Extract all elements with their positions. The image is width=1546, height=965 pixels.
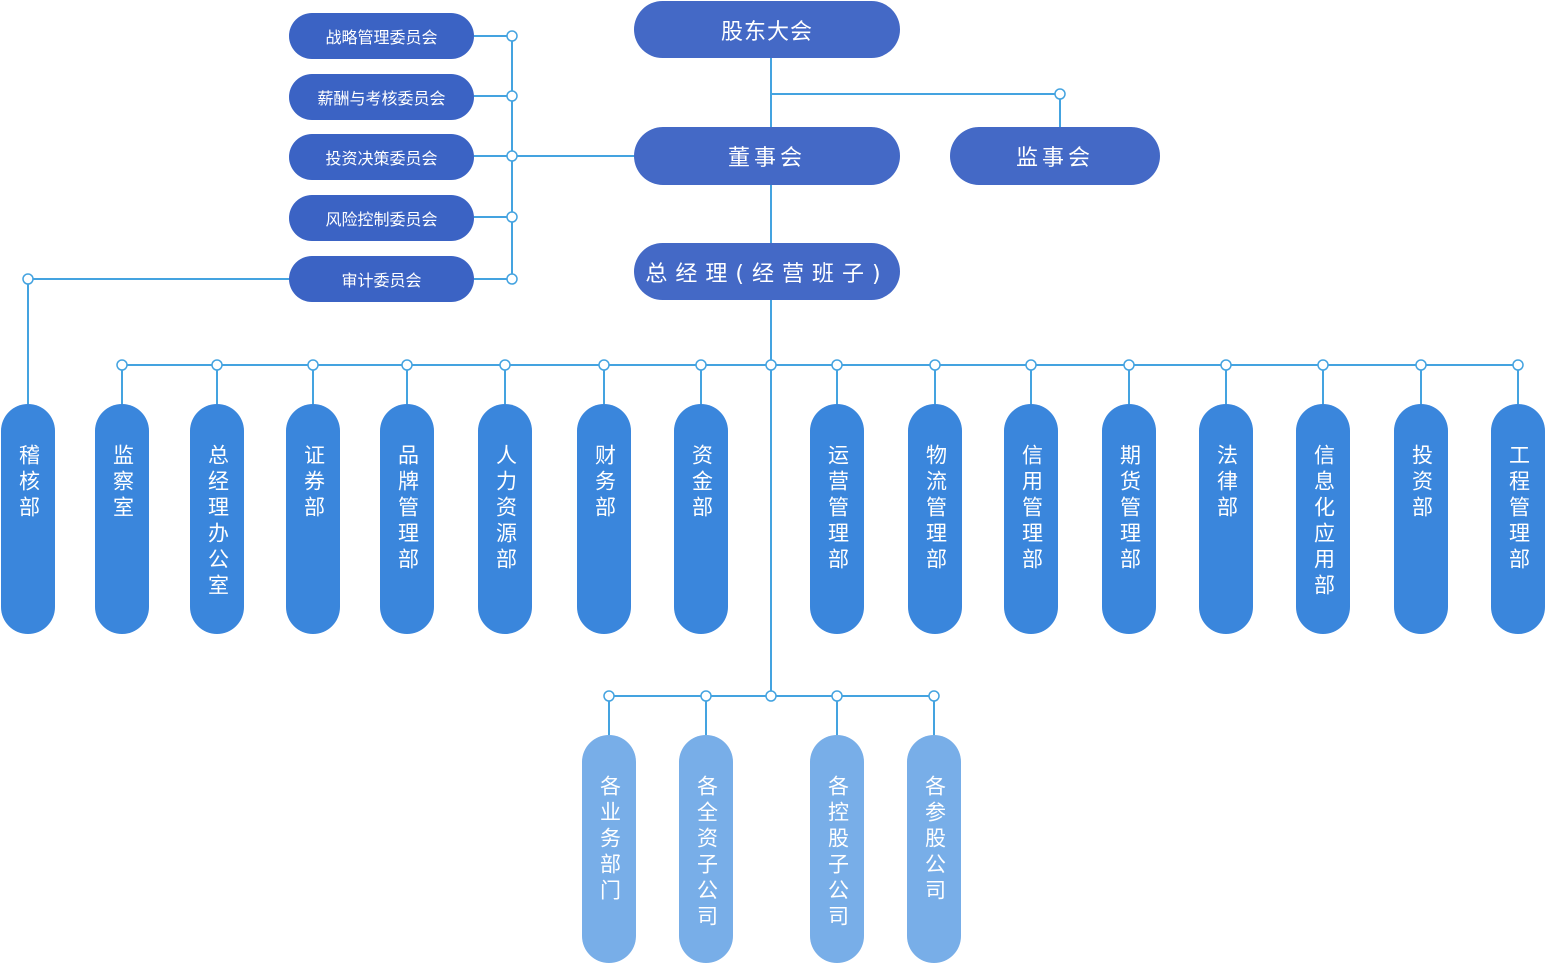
department-node: 监察室: [95, 404, 149, 634]
supervisors-dot: [1054, 88, 1066, 100]
department-drop-4-dot: [499, 359, 511, 371]
subsidiary-drop-1-dot: [700, 690, 712, 702]
committee-audit: 审计委员会: [289, 256, 474, 302]
department-drop-0-dot: [116, 359, 128, 371]
committee-dot-1: [506, 90, 518, 102]
subsidiary-node: 各参股公司: [907, 735, 961, 963]
department-node: 物流管理部: [908, 404, 962, 634]
department-node: 法律部: [1199, 404, 1253, 634]
department-drop-5-dot: [598, 359, 610, 371]
department-node: 信用管理部: [1004, 404, 1058, 634]
committee-dot-4: [506, 273, 518, 285]
department-drop-11-dot: [1220, 359, 1232, 371]
department-drop-1-dot: [211, 359, 223, 371]
department-node: 资金部: [674, 404, 728, 634]
committee-compensation: 薪酬与考核委员会: [289, 74, 474, 120]
subsidiaries-center-dot: [765, 690, 777, 702]
subsidiary-drop-2-dot: [831, 690, 843, 702]
department-drop-12-dot: [1317, 359, 1329, 371]
department-node: 运营管理部: [810, 404, 864, 634]
department-drop-2-dot: [307, 359, 319, 371]
committee-investment: 投资决策委员会: [289, 134, 474, 180]
supervisors-node: 监事会: [950, 127, 1160, 185]
audit-department: 稽核部: [1, 404, 55, 634]
department-node: 人力资源部: [478, 404, 532, 634]
department-drop-10-dot: [1123, 359, 1135, 371]
subsidiary-node: 各全资子公司: [679, 735, 733, 963]
department-node: 投资部: [1394, 404, 1448, 634]
committee-dot-2: [506, 150, 518, 162]
subsidiary-drops: [603, 690, 940, 735]
general-manager-node: 总经理(经营班子): [634, 243, 900, 300]
committee-dot-3: [506, 211, 518, 223]
committee-risk: 风险控制委员会: [289, 195, 474, 241]
department-drop-13-dot: [1415, 359, 1427, 371]
department-drop-3-dot: [401, 359, 413, 371]
shareholders-node: 股东大会: [634, 1, 900, 58]
department-drop-7-dot: [831, 359, 843, 371]
department-drop-14-dot: [1512, 359, 1524, 371]
committee-strategy: 战略管理委员会: [289, 13, 474, 59]
department-node: 期货管理部: [1102, 404, 1156, 634]
department-node: 财务部: [577, 404, 631, 634]
departments-center-dot: [765, 359, 777, 371]
subsidiary-drop-0-dot: [603, 690, 615, 702]
subsidiary-node: 各控股子公司: [810, 735, 864, 963]
department-drop-6-dot: [695, 359, 707, 371]
department-drops: [116, 359, 1524, 404]
department-node: 总经理办公室: [190, 404, 244, 634]
board-node: 董事会: [634, 127, 900, 185]
department-node: 工程管理部: [1491, 404, 1545, 634]
audit-dot: [22, 273, 34, 285]
department-drop-9-dot: [1025, 359, 1037, 371]
subsidiary-drop-3-dot: [928, 690, 940, 702]
department-node: 品牌管理部: [380, 404, 434, 634]
department-drop-8-dot: [929, 359, 941, 371]
committee-dot-0: [506, 30, 518, 42]
department-node: 信息化应用部: [1296, 404, 1350, 634]
department-node: 证券部: [286, 404, 340, 634]
subsidiary-node: 各业务部门: [582, 735, 636, 963]
